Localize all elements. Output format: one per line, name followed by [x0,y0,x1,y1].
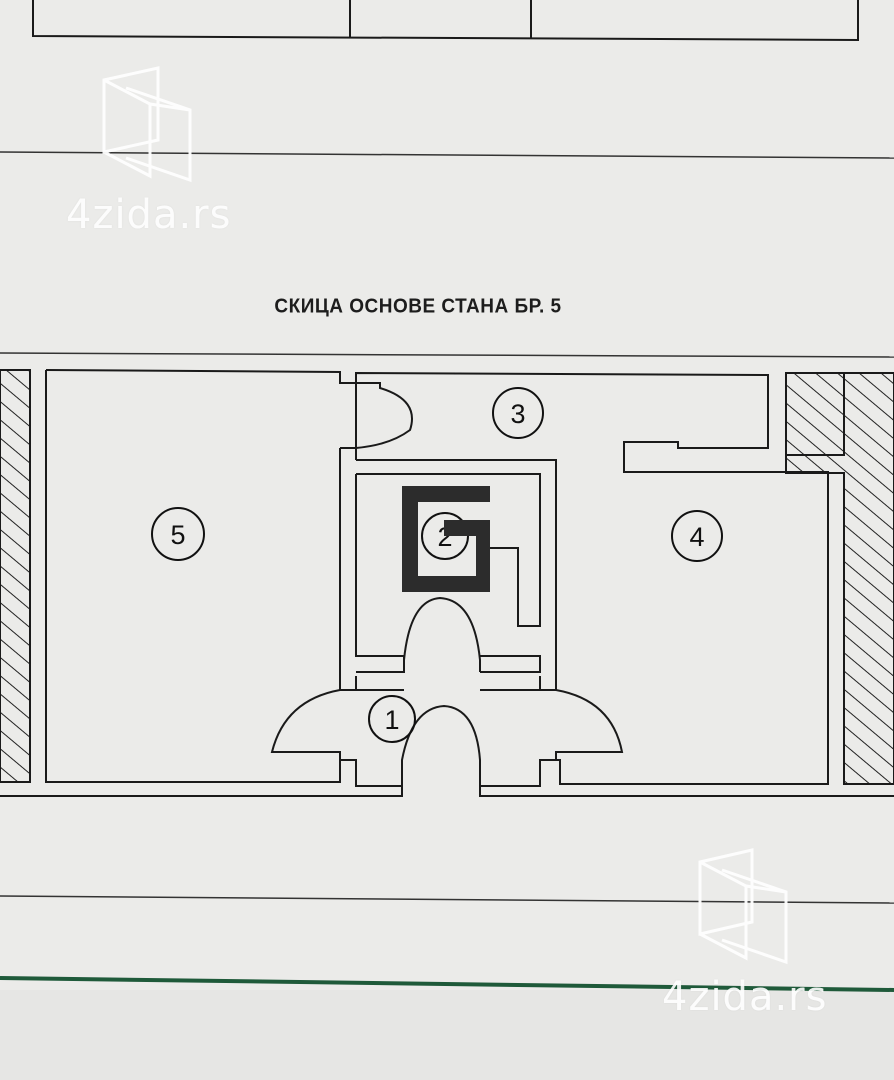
room-label-5: 5 [151,507,205,561]
room-label-4: 4 [671,510,723,562]
watermark-text: 4zida.rs [66,192,232,238]
room-label-3: 3 [492,387,544,439]
rule-line [0,352,894,358]
4zida-cube-logo-icon [102,66,192,183]
top-table [32,0,859,42]
green-edge-line [0,976,894,992]
plan-title: СКИЦА ОСНОВЕ СТАНА БР. 5 [274,295,562,318]
room-label-1: 1 [368,695,416,743]
room-number-1: 1 [384,705,399,735]
apartment-walls [0,369,894,797]
room-number-5: 5 [170,520,185,550]
room-number-3: 3 [510,399,525,429]
4zida-cube-logo-icon [698,848,788,965]
room-number-4: 4 [689,522,704,552]
hatched-wall-right-top [785,372,845,456]
hatched-wall-left [0,369,31,783]
g-logo-icon [402,486,490,592]
watermark-text: 4zida.rs [662,974,828,1020]
